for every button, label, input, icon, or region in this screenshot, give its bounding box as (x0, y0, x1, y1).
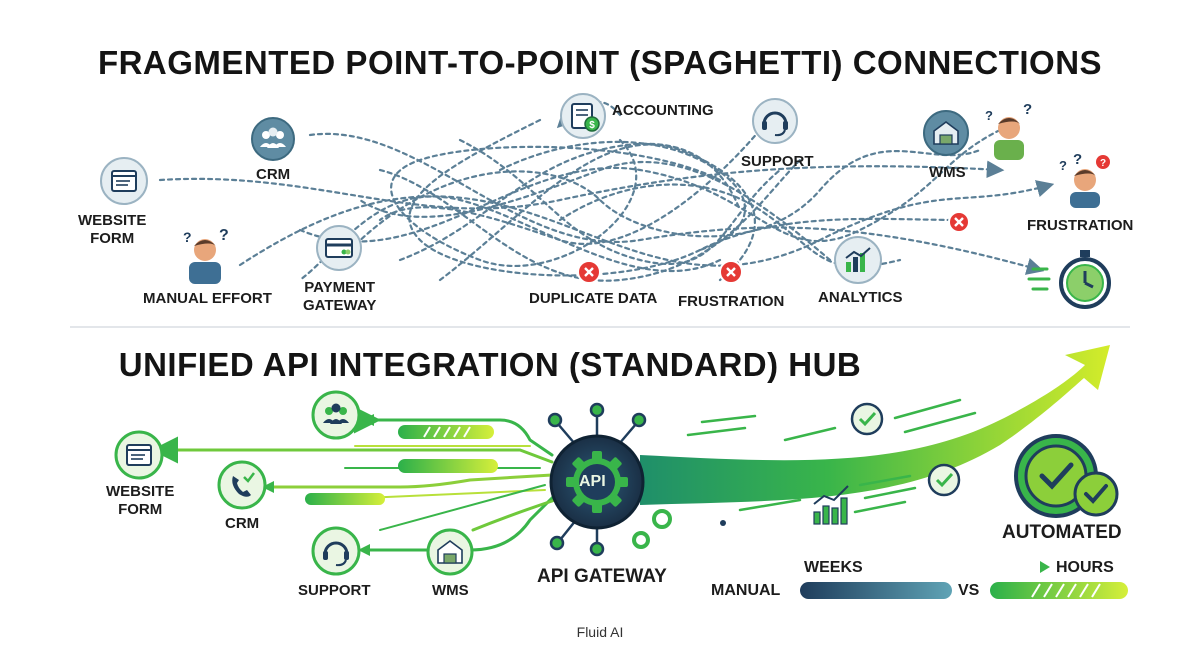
svg-text:?: ? (985, 108, 993, 123)
check-icon (927, 463, 961, 497)
error-x-icon (948, 211, 970, 233)
svg-text:$: $ (589, 120, 595, 131)
support-headset-icon (311, 526, 361, 576)
hours-arrow (996, 561, 1050, 573)
bottom-label-website-form: WEBSITE FORM (106, 483, 175, 518)
bottom-label-support: SUPPORT (298, 582, 371, 599)
crm-icon (251, 117, 295, 161)
wms-warehouse-icon (426, 528, 474, 576)
api-gear-icon (566, 451, 628, 513)
speed-lines (686, 398, 977, 514)
svg-text:?: ? (1059, 158, 1067, 173)
top-label-accounting: ACCOUNTING (612, 102, 714, 119)
growth-arrow (640, 345, 1110, 505)
top-label-support: SUPPORT (741, 153, 814, 170)
analytics-chart-icon (813, 485, 849, 525)
top-label-website-form: WEBSITE FORM (78, 212, 147, 247)
svg-text:?: ? (219, 227, 229, 244)
person-confused-icon: ? ? (183, 227, 229, 284)
bottom-label-crm: CRM (225, 515, 260, 532)
bottom-title: UNIFIED API INTEGRATION (STANDARD) HUB (118, 346, 862, 383)
connector-arrowheads (162, 414, 374, 556)
svg-text:?: ? (1073, 151, 1082, 168)
progress-pills (305, 425, 498, 505)
svg-text:?: ? (1100, 158, 1106, 169)
check-icon (850, 402, 884, 436)
error-x-icon (719, 260, 743, 284)
small-gears-icon (632, 509, 672, 549)
top-label-manual-effort: MANUAL EFFORT (143, 290, 272, 307)
top-label-wms: WMS (929, 164, 966, 181)
section-divider (70, 326, 1130, 328)
top-label-payment-gateway: PAYMENT GATEWAY (303, 279, 377, 314)
top-label-duplicate-data: DUPLICATE DATA (529, 290, 658, 307)
footer-brand: Fluid AI (576, 624, 624, 640)
support-headset-icon (752, 98, 798, 144)
vs-label: VS (958, 582, 980, 599)
api-badge-label: API (579, 473, 606, 490)
payment-card-icon (316, 225, 362, 271)
top-label-analytics: ANALYTICS (818, 289, 903, 306)
automated-hours-bar (990, 582, 1128, 599)
crm-phone-icon (217, 460, 267, 510)
weeks-label: WEEKS (804, 559, 863, 576)
website-form-icon (100, 157, 148, 205)
hours-label: HOURS (1056, 559, 1114, 576)
stopwatch-icon (1027, 250, 1111, 309)
top-label-crm: CRM (256, 166, 291, 183)
analytics-chart-icon (834, 236, 882, 284)
api-hub (549, 434, 645, 530)
spaghetti-lines (158, 100, 1055, 282)
error-x-icon (577, 260, 601, 284)
bottom-label-wms: WMS (432, 582, 469, 599)
manual-weeks-bar (800, 582, 952, 599)
person-frustrated-right-icon: ? ? ? (1059, 151, 1110, 208)
person-frustrated-icon: ? ? (985, 101, 1032, 160)
website-form-icon (114, 430, 164, 480)
manual-label: MANUAL (711, 582, 781, 599)
top-label-frustration-mid: FRUSTRATION (678, 293, 785, 310)
top-title: FRAGMENTED POINT-TO-POINT (SPAGHETTI) CO… (97, 44, 1103, 81)
accounting-icon: $ (560, 93, 606, 139)
automated-label: AUTOMATED (1002, 522, 1122, 543)
crm-icon (311, 390, 361, 440)
api-gateway-label: API GATEWAY (537, 566, 667, 587)
dot (720, 520, 726, 526)
top-label-frustration-right: FRUSTRATION (1027, 217, 1134, 234)
automated-check-icon (1014, 434, 1119, 518)
svg-text:?: ? (1023, 101, 1032, 118)
svg-text:?: ? (183, 229, 192, 245)
wms-warehouse-icon (923, 110, 969, 156)
